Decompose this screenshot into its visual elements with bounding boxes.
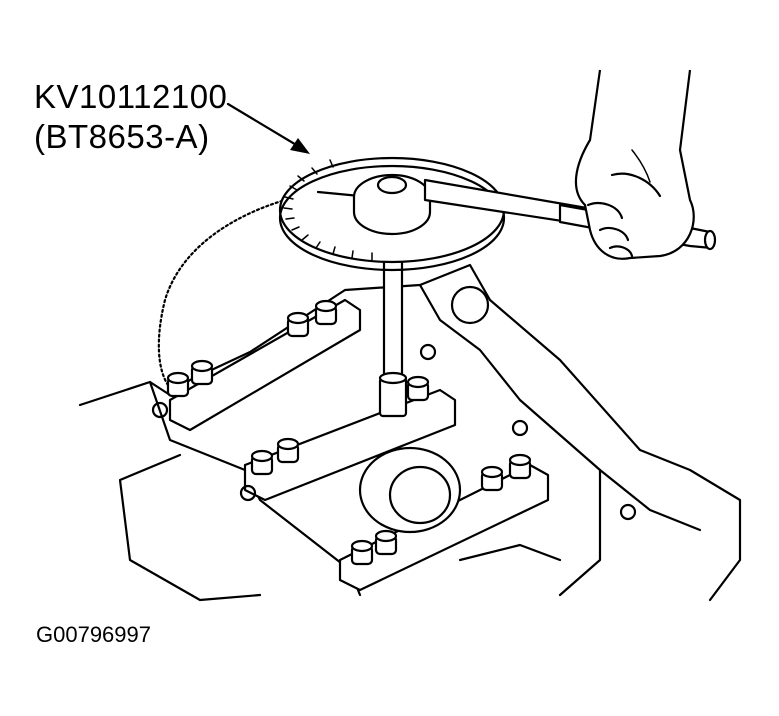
bearing-cap-bolts xyxy=(166,299,532,566)
bolt xyxy=(314,299,338,326)
gauge-cable xyxy=(157,196,294,387)
bolt xyxy=(508,453,532,480)
bolt xyxy=(250,449,274,476)
callout-leader-arrow xyxy=(226,102,310,154)
figure-id-label: G00796997 xyxy=(36,622,151,647)
bolt xyxy=(286,311,310,338)
bolt xyxy=(276,437,300,464)
bolt xyxy=(406,375,430,402)
bolt xyxy=(374,529,398,556)
dial-scale-ticks xyxy=(283,159,373,261)
socket-extension xyxy=(378,248,408,418)
technician-hand xyxy=(574,69,695,260)
engine-block xyxy=(78,263,742,602)
bolt xyxy=(480,465,504,492)
bolt xyxy=(166,371,190,398)
bolt xyxy=(190,359,214,386)
tool-alt-number-label: (BT8653-A) xyxy=(34,118,210,155)
tool-part-number-label: KV10112100 xyxy=(34,78,228,115)
bolt xyxy=(350,539,374,566)
angle-gauge-dial xyxy=(278,156,506,272)
